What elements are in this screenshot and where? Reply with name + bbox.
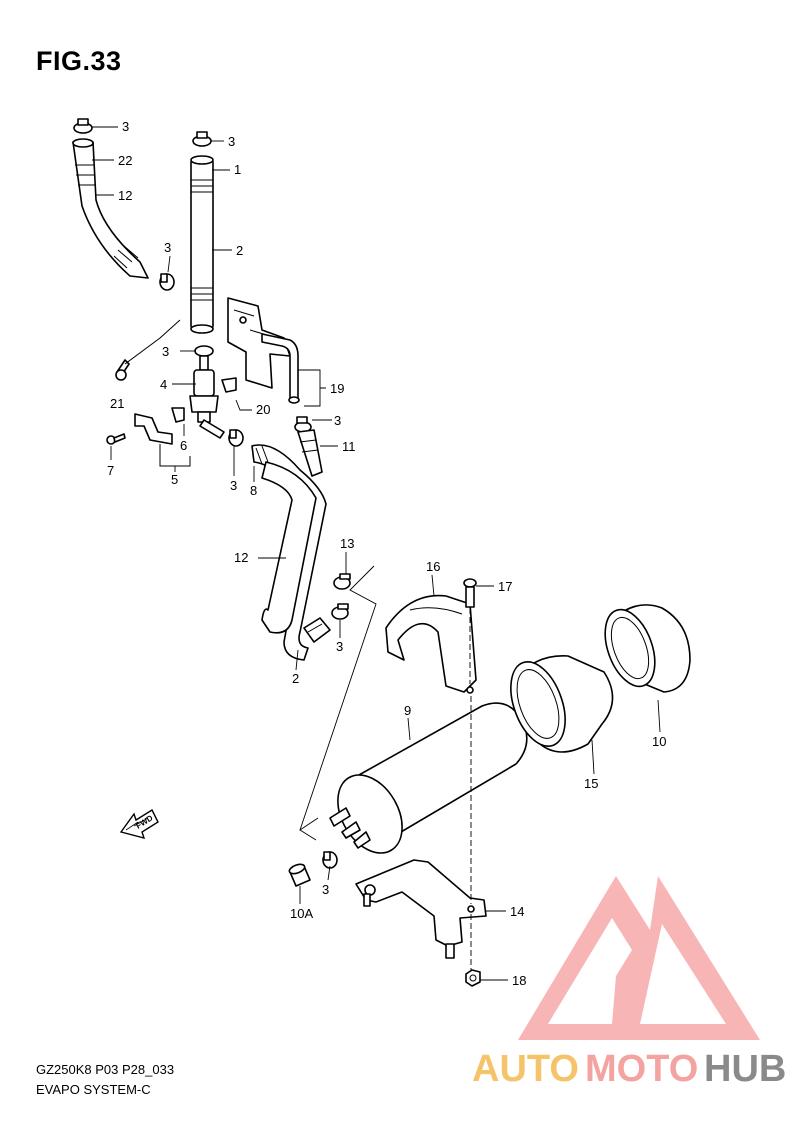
callout-3: 3 [162, 344, 169, 359]
callout-4: 4 [160, 377, 167, 392]
callout-22: 22 [118, 153, 132, 168]
callout-3: 3 [336, 639, 343, 654]
callout-3: 3 [322, 882, 329, 897]
callout-5: 5 [171, 472, 178, 487]
callout-3: 3 [164, 240, 171, 255]
callout-10a: 10A [290, 906, 313, 921]
hose-11 [294, 416, 323, 477]
watermark-auto: AUTO [472, 1048, 579, 1090]
clamp-3b [192, 131, 212, 147]
callout-20: 20 [256, 402, 270, 417]
connection-guide-lines [299, 565, 377, 841]
leader-lines [92, 126, 661, 981]
fitting-10a [288, 863, 311, 887]
hose-1-2 [190, 155, 214, 334]
callout-10: 10 [652, 734, 666, 749]
bolt-17 [463, 578, 477, 608]
fwd-arrow-icon: FWD [119, 808, 159, 840]
callout-3: 3 [122, 119, 129, 134]
bracket-14 [355, 859, 487, 959]
callout-2: 2 [236, 243, 243, 258]
figure-title: FIG.33 [36, 46, 122, 76]
callout-7: 7 [107, 463, 114, 478]
callout-2: 2 [292, 671, 299, 686]
bracket-5-6 [134, 407, 191, 467]
model-code: GZ250K8 P03 P28_033 [36, 1062, 175, 1077]
callout-12: 12 [118, 188, 132, 203]
callout-6: 6 [180, 438, 187, 453]
callout-17: 17 [498, 579, 512, 594]
callout-3: 3 [228, 134, 235, 149]
callout-12: 12 [234, 550, 248, 565]
clamp-3g [331, 603, 349, 620]
clamp-3f [228, 429, 244, 447]
callout-9: 9 [404, 703, 411, 718]
bracket-16 [385, 594, 477, 694]
callout-15: 15 [584, 776, 598, 791]
callout-3: 3 [230, 478, 237, 493]
callout-18: 18 [512, 973, 526, 988]
callout-21: 21 [110, 396, 124, 411]
bolt-21 [115, 319, 181, 381]
callout-8: 8 [250, 483, 257, 498]
hose-22-12 [72, 138, 149, 279]
watermark-text: AUTO MOTO HUB [472, 1048, 786, 1090]
callout-13: 13 [340, 536, 354, 551]
callout-14: 14 [510, 904, 524, 919]
bolt-alignment-line [469, 608, 472, 970]
clamp-3h [322, 851, 338, 869]
watermark-hub: HUB [704, 1048, 786, 1090]
callout-19: 19 [330, 381, 344, 396]
clamp-3c [159, 273, 175, 291]
callout-3: 3 [334, 413, 341, 428]
clamp-3a [73, 118, 93, 134]
watermark-logo [518, 876, 760, 1040]
valve-4 [189, 345, 225, 439]
cap-10 [604, 604, 691, 693]
nut-18 [465, 969, 481, 987]
clamp-13 [333, 573, 351, 590]
callout-labels: 3 22 12 3 1 2 3 3 4 21 19 20 3 11 6 5 7 … [107, 119, 666, 988]
screw-7 [106, 433, 126, 445]
watermark-moto: MOTO [585, 1048, 698, 1090]
pipe-8-hose-12 [251, 444, 331, 661]
canister-9 [329, 702, 528, 854]
callout-16: 16 [426, 559, 440, 574]
bracket-19-20 [221, 297, 300, 404]
section-name: EVAPO SYSTEM-C [36, 1082, 151, 1097]
callout-1: 1 [234, 162, 241, 177]
cover-15 [510, 655, 614, 753]
callout-11: 11 [342, 439, 356, 454]
